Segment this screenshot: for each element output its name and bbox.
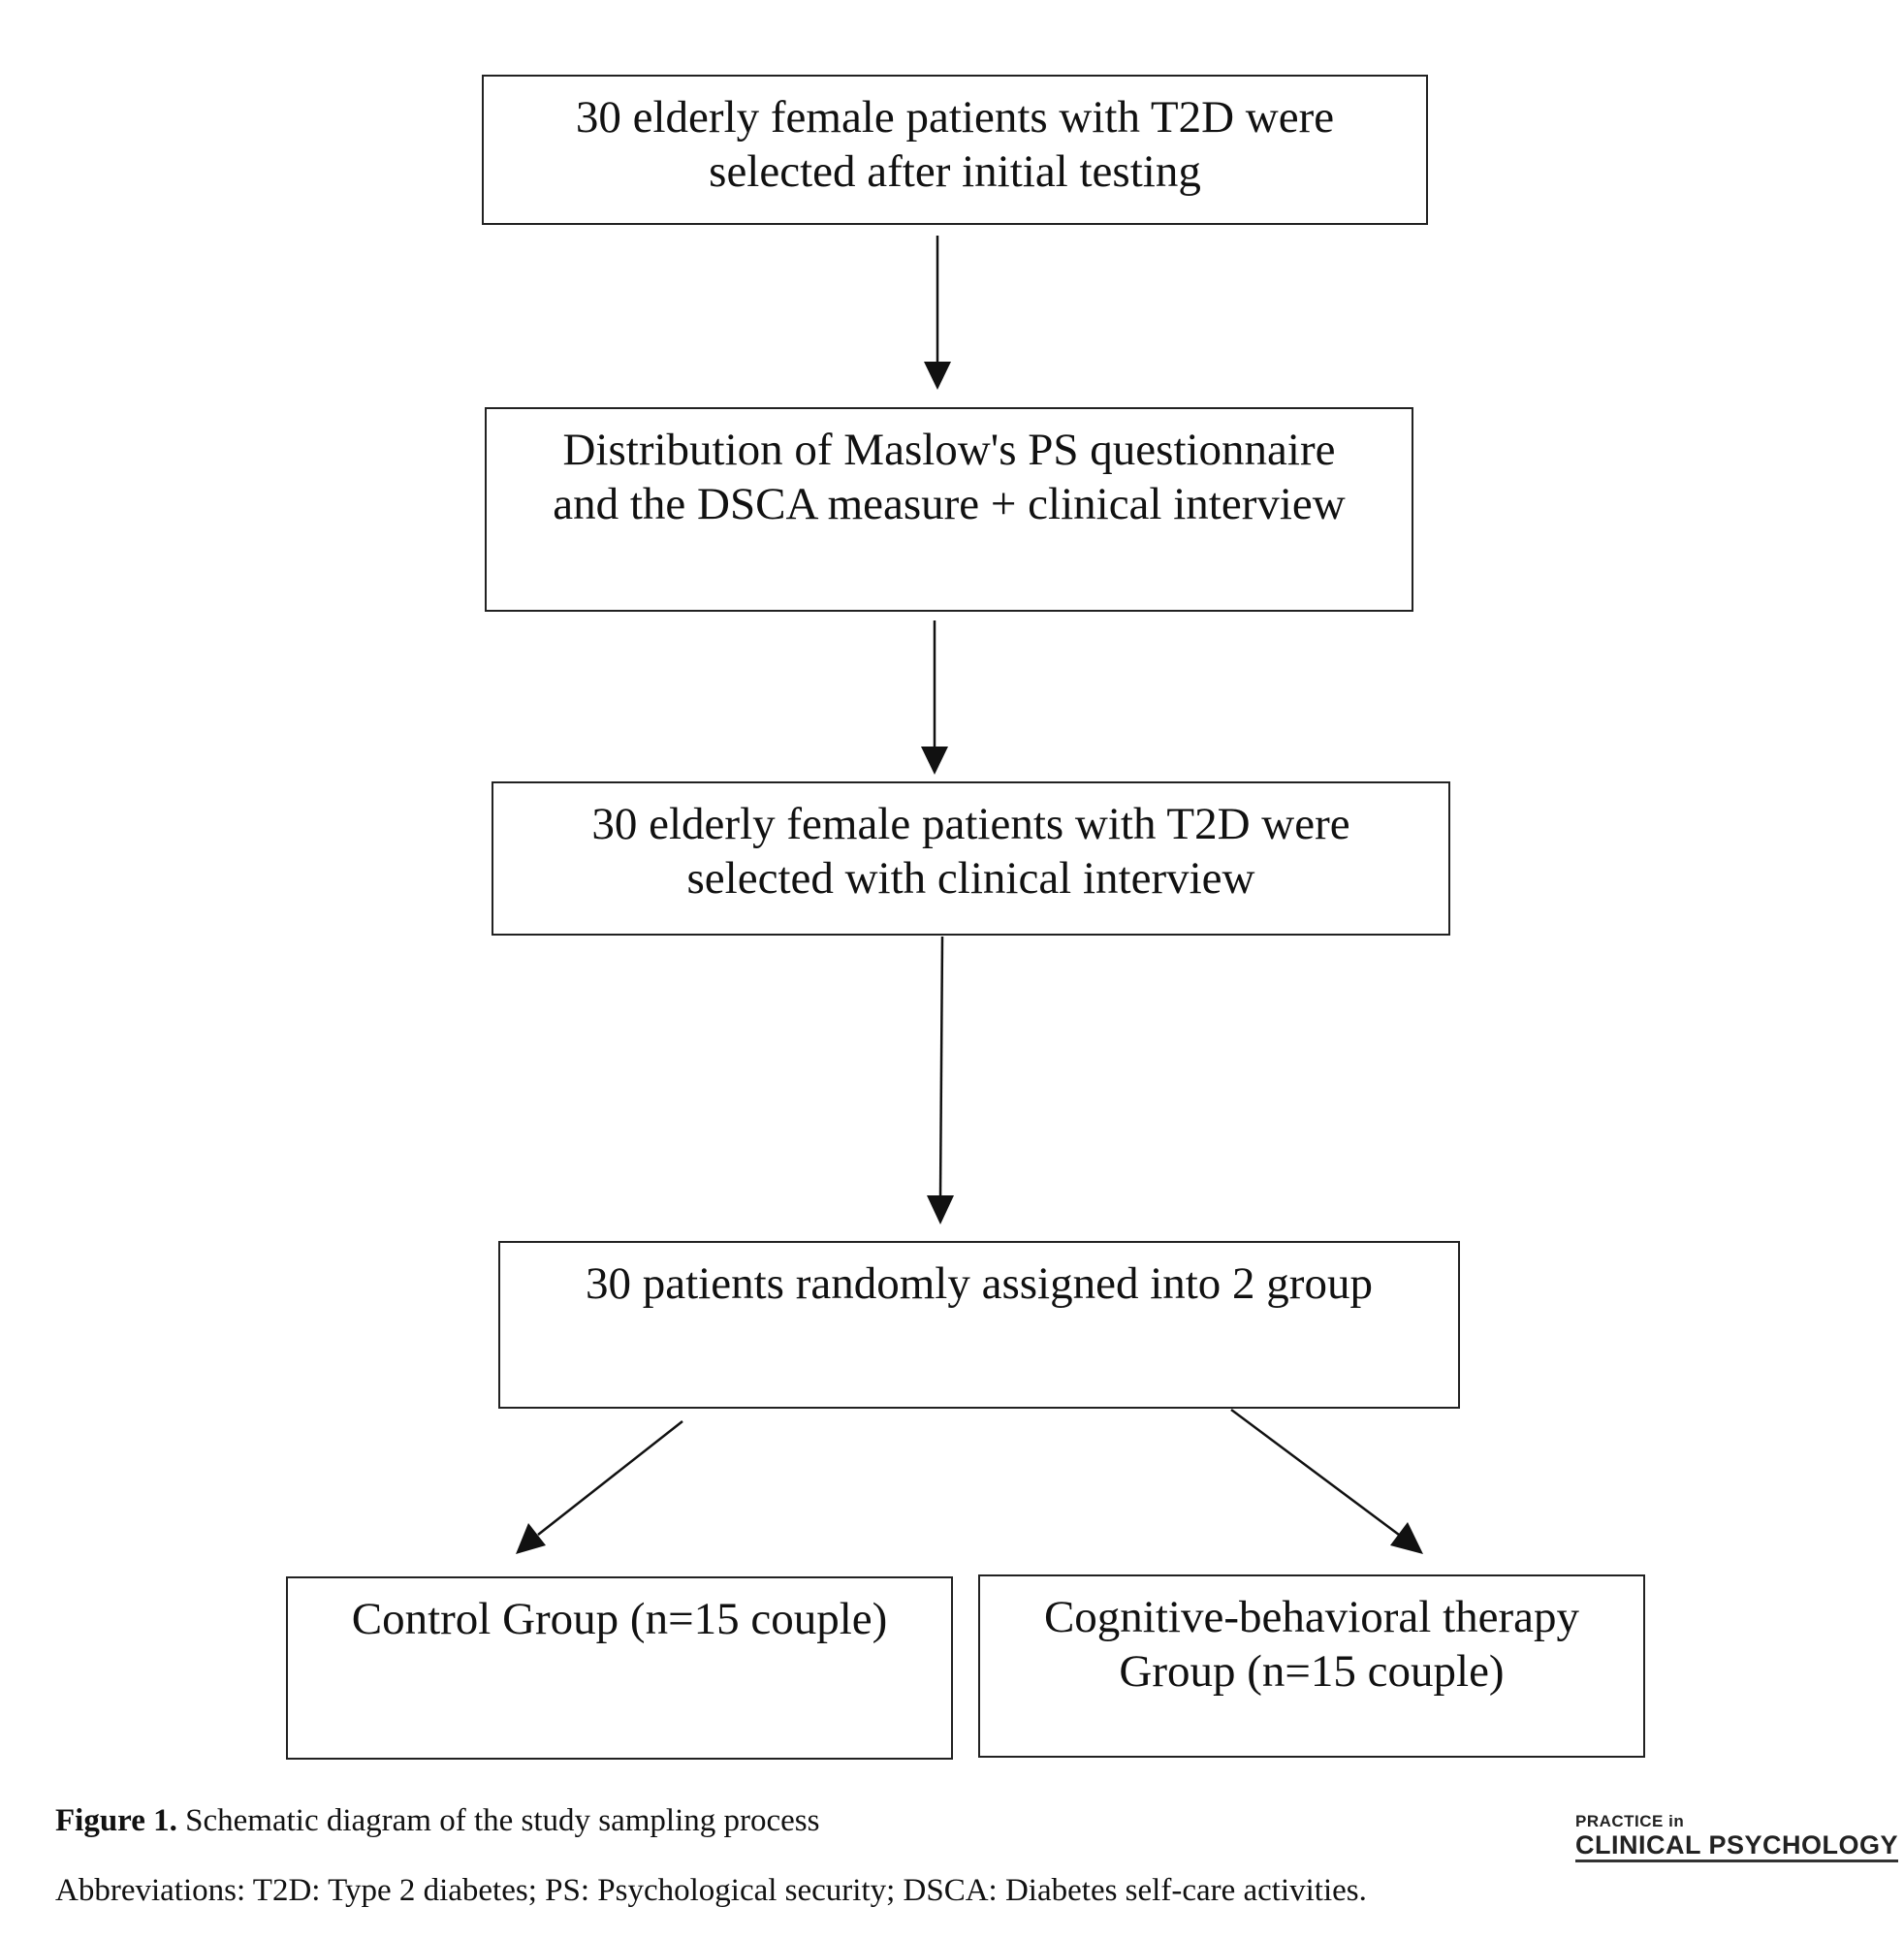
journal-logo-line-2: CLINICAL PSYCHOLOGY [1575,1830,1899,1862]
figure-caption-label: Figure 1. [55,1803,177,1838]
edge-n3-n4 [938,936,944,1198]
node-random-assignment: 30 patients randomly assigned into 2 gro… [498,1241,1460,1409]
node-cbt-group: Cognitive-behavioral therapy Group (n=15… [978,1574,1645,1758]
edge-n4-n6-arrowhead [1390,1522,1423,1554]
node-questionnaire-distribution-line-2: and the DSCA measure + clinical intervie… [553,479,1346,529]
node-initial-selection-line-2: selected after initial testing [709,146,1201,197]
edge-n1-n2-arrowhead [924,362,951,390]
journal-logo-line-1: PRACTICE in [1575,1812,1685,1830]
edge-n2-n3-arrowhead [921,747,948,775]
node-random-assignment-line-1: 30 patients randomly assigned into 2 gro… [586,1258,1373,1309]
node-initial-selection-line-1: 30 elderly female patients with T2D were [575,92,1335,143]
node-questionnaire-distribution: Distribution of Maslow's PS questionnair… [485,407,1413,612]
node-interview-selection-line-2: selected with clinical interview [686,853,1255,904]
edge-n4-n5-arrowhead [516,1523,546,1554]
edge-n4-n5 [537,1420,683,1536]
figure-caption-text: Schematic diagram of the study sampling … [176,1803,820,1838]
node-interview-selection: 30 elderly female patients with T2D were… [492,781,1450,936]
node-questionnaire-distribution-line-1: Distribution of Maslow's PS questionnair… [562,425,1336,475]
node-control-group-line-1: Control Group (n=15 couple) [351,1594,888,1644]
figure-caption: Figure 1. Schematic diagram of the study… [55,1803,820,1839]
edge-n4-n6 [1230,1408,1400,1537]
journal-logo: PRACTICE in CLINICAL PSYCHOLOGY [1575,1812,1899,1862]
node-cbt-group-line-1: Cognitive-behavioral therapy [1043,1592,1580,1642]
node-cbt-group-line-2: Group (n=15 couple) [1119,1646,1505,1697]
node-interview-selection-line-1: 30 elderly female patients with T2D were [591,799,1350,849]
node-control-group: Control Group (n=15 couple) [286,1576,953,1760]
edge-n3-n4-arrowhead [927,1195,954,1224]
abbreviations-note: Abbreviations: T2D: Type 2 diabetes; PS:… [55,1873,1367,1908]
node-initial-selection: 30 elderly female patients with T2D were… [482,75,1428,225]
